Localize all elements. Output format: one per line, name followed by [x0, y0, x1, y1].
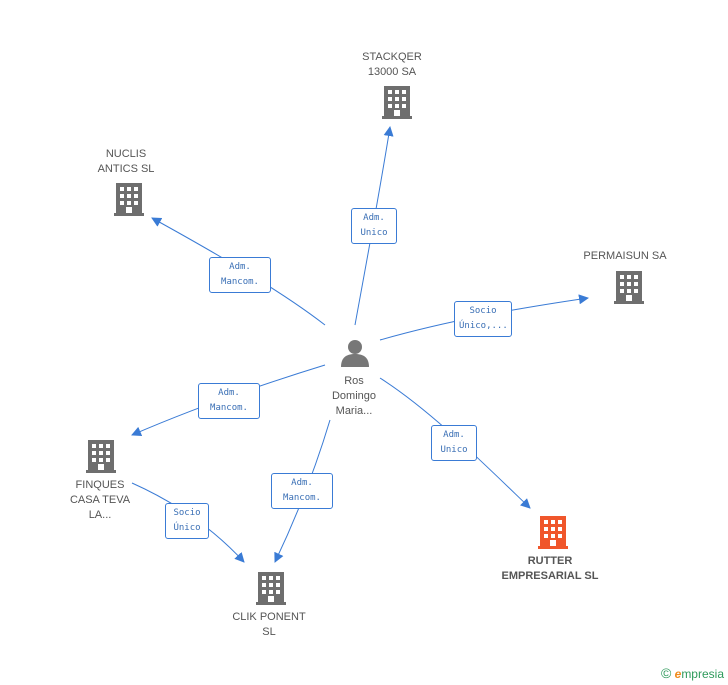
edge-label-line: Socio: [469, 306, 497, 316]
edge-label-permaisun[interactable]: Socio Único,...: [454, 301, 512, 337]
edge-label-line: Adm.: [229, 262, 251, 272]
node-label-rutter[interactable]: RUTTER EMPRESARIAL SL: [490, 554, 610, 584]
label-line: CASA TEVA: [69, 494, 131, 506]
label-line: Maria...: [335, 405, 373, 417]
edge-label-finques[interactable]: Adm. Mancom.: [198, 383, 260, 419]
label-line: NUCLIS: [105, 148, 147, 160]
edge-label-line: Adm.: [291, 478, 313, 488]
node-label-clik[interactable]: CLIK PONENT SL: [226, 610, 312, 640]
label-line: EMPRESARIAL SL: [501, 570, 599, 582]
building-icon: [114, 183, 144, 216]
edge-label-rutter[interactable]: Adm. Unico: [431, 425, 477, 461]
edge-label-line: Adm.: [443, 430, 465, 440]
node-label-finques[interactable]: FINQUES CASA TEVA LA...: [58, 478, 142, 523]
company-node-finques[interactable]: [86, 440, 116, 473]
edge-label-line: Unico: [360, 228, 388, 238]
edge-label-stackqer[interactable]: Adm. Unico: [351, 208, 397, 244]
label-line: CLIK PONENT: [232, 611, 306, 623]
brand-name: mpresia: [681, 667, 724, 681]
edge-label-line: Mancom.: [283, 493, 321, 503]
edge-label-line: Único: [173, 523, 201, 533]
company-node-rutter[interactable]: [538, 516, 568, 549]
label-line: RUTTER: [527, 555, 573, 567]
label-line: SL: [262, 626, 276, 638]
copyright-symbol: ©: [660, 665, 672, 681]
label-line: 13000 SA: [367, 66, 417, 78]
edge-label-line: Unico: [440, 445, 468, 455]
node-label-nuclis[interactable]: NUCLIS ANTICS SL: [86, 147, 166, 177]
copyright-empresia: © empresia: [661, 665, 724, 681]
building-icon: [256, 572, 286, 605]
edge-label-line: Adm.: [218, 388, 240, 398]
edge-label-line: Único,...: [459, 321, 508, 331]
edge-label-line: Socio: [173, 508, 201, 518]
edge-label-nuclis[interactable]: Adm. Mancom.: [209, 257, 271, 293]
node-label-stackqer[interactable]: STACKQER 13000 SA: [352, 50, 432, 80]
edge-label-finques-clik[interactable]: Socio Único: [165, 503, 209, 539]
label-line: Ros: [344, 375, 364, 387]
company-node-stackqer[interactable]: [382, 86, 412, 119]
node-label-permaisun[interactable]: PERMAISUN SA: [580, 249, 670, 264]
company-node-clik[interactable]: [256, 572, 286, 605]
person-node-center[interactable]: [341, 340, 369, 367]
building-icon: [86, 440, 116, 473]
company-node-permaisun[interactable]: [614, 271, 644, 304]
label-line: ANTICS SL: [97, 163, 155, 175]
brand-initial: e: [674, 667, 682, 681]
label-line: PERMAISUN SA: [583, 250, 667, 262]
edge-label-line: Adm.: [363, 213, 385, 223]
person-icon: [341, 340, 369, 367]
node-label-center[interactable]: Ros Domingo Maria...: [314, 374, 394, 419]
building-icon: [382, 86, 412, 119]
edge-label-line: Mancom.: [221, 277, 259, 287]
building-icon: [614, 271, 644, 304]
label-line: FINQUES: [75, 479, 125, 491]
label-line: LA...: [88, 509, 112, 521]
edge-label-line: Mancom.: [210, 403, 248, 413]
edge-label-clik[interactable]: Adm. Mancom.: [271, 473, 333, 509]
label-line: STACKQER: [362, 51, 422, 63]
building-icon: [538, 516, 568, 549]
label-line: Domingo: [331, 390, 377, 402]
company-node-nuclis[interactable]: [114, 183, 144, 216]
